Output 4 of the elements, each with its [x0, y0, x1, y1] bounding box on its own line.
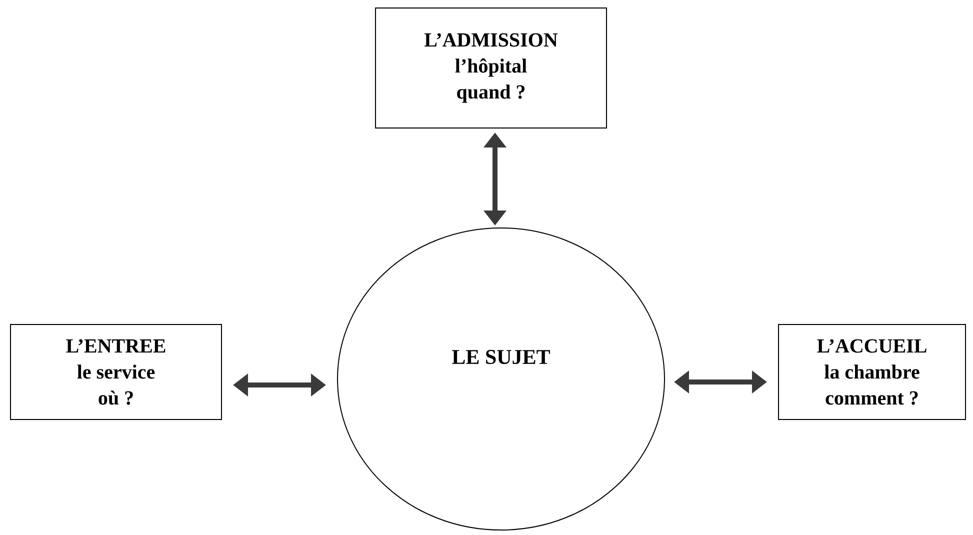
text-box: L’ENTREE le service où ?	[10, 324, 222, 420]
circle-node: LE SUJET	[337, 228, 666, 530]
text-box: L’ACCUEIL la chambre comment ?	[778, 324, 966, 420]
text-box: L’ADMISSION l’hôpital quand ?	[375, 8, 607, 128]
